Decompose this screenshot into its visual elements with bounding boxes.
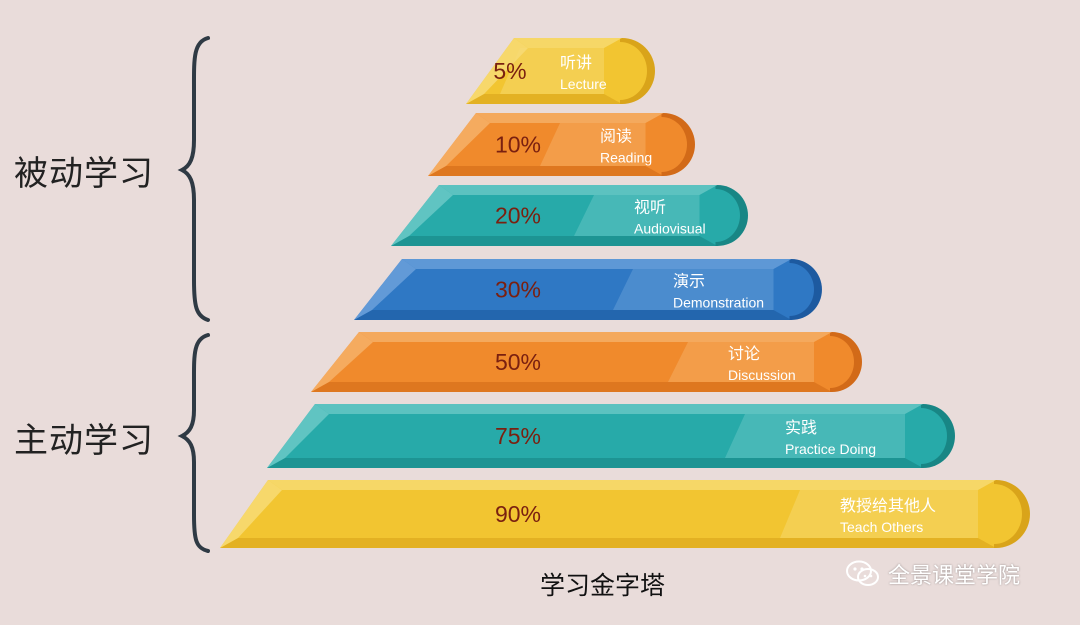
level-label-panel bbox=[540, 123, 646, 166]
level-bevel-bottom bbox=[391, 236, 718, 246]
level-activity-cn: 教授给其他人 bbox=[840, 496, 936, 515]
level-cap-inner bbox=[921, 408, 947, 464]
level-bevel-top bbox=[439, 185, 718, 195]
level-cap-inner bbox=[620, 42, 647, 100]
level-activity-en: Reading bbox=[600, 150, 652, 166]
level-cap-inner bbox=[830, 336, 854, 388]
level-bevel-left bbox=[466, 38, 528, 104]
level-bevel-left bbox=[267, 404, 329, 468]
level-bevel-bottom bbox=[267, 458, 923, 468]
level-activity-cn: 视听 bbox=[634, 198, 666, 217]
level-activity-en: Lecture bbox=[560, 76, 607, 92]
level-bevel-top bbox=[514, 38, 622, 48]
level-bevel-bottom bbox=[466, 94, 622, 104]
diagram-caption: 学习金字塔 bbox=[540, 571, 666, 600]
level-body bbox=[354, 259, 792, 320]
level-bevel-bottom bbox=[311, 382, 832, 392]
passive-learning-label: 被动学习 bbox=[14, 154, 154, 194]
level-percentage: 5% bbox=[493, 58, 526, 84]
level-body bbox=[220, 480, 996, 548]
level-cap-inner bbox=[994, 484, 1022, 544]
level-activity-en: Teach Others bbox=[840, 519, 923, 535]
pyramid-level: 5% 听讲 Lecture bbox=[466, 38, 655, 104]
level-activity-cn: 演示 bbox=[673, 272, 705, 291]
level-body bbox=[391, 185, 718, 246]
level-activity-cn: 实践 bbox=[785, 418, 817, 437]
level-percentage: 30% bbox=[495, 277, 541, 303]
passive-brace bbox=[177, 36, 210, 322]
watermark-text: 全景课堂学院 bbox=[888, 564, 1021, 589]
level-bevel-bottom bbox=[428, 166, 664, 176]
level-percentage: 50% bbox=[495, 349, 541, 375]
level-bevel-top bbox=[359, 332, 832, 342]
level-activity-en: Discussion bbox=[728, 367, 796, 383]
level-body bbox=[311, 332, 832, 392]
level-bevel-top bbox=[315, 404, 923, 414]
level-cap-inner bbox=[789, 263, 814, 316]
active-brace bbox=[177, 333, 210, 553]
pyramid-level: 30% 演示 Demonstration bbox=[354, 259, 822, 320]
pyramid-level: 90% 教授给其他人 Teach Others bbox=[220, 480, 1030, 548]
level-cap-inner bbox=[661, 117, 687, 172]
level-bevel-left bbox=[220, 480, 282, 548]
active-learning-label: 主动学习 bbox=[14, 421, 154, 461]
level-bevel-top bbox=[268, 480, 996, 490]
level-label-panel bbox=[500, 48, 604, 94]
pyramid-level: 10% 阅读 Reading bbox=[428, 113, 696, 176]
level-bevel-top bbox=[476, 113, 664, 123]
wechat-icon bbox=[846, 560, 880, 588]
level-percentage: 10% bbox=[495, 132, 541, 158]
level-activity-en: Demonstration bbox=[673, 295, 764, 311]
pyramid-level: 50% 讨论 Discussion bbox=[311, 332, 862, 392]
pyramid-level: 75% 实践 Practice Doing bbox=[267, 404, 955, 468]
level-bevel-left bbox=[311, 332, 373, 392]
level-activity-cn: 阅读 bbox=[600, 127, 632, 146]
level-label-panel bbox=[780, 490, 978, 538]
level-bevel-left bbox=[391, 185, 453, 246]
level-bevel-bottom bbox=[354, 310, 792, 320]
level-label-panel bbox=[613, 269, 774, 310]
level-label-panel bbox=[574, 195, 700, 236]
level-percentage: 75% bbox=[495, 423, 541, 449]
level-bevel-bottom bbox=[220, 538, 996, 548]
level-activity-cn: 讨论 bbox=[728, 344, 760, 363]
level-bevel-top bbox=[402, 259, 792, 269]
level-body bbox=[428, 113, 664, 176]
level-cap-inner bbox=[715, 189, 740, 242]
level-label-panel bbox=[668, 342, 814, 382]
level-activity-en: Practice Doing bbox=[785, 441, 876, 457]
level-activity-cn: 听讲 bbox=[560, 53, 592, 72]
level-activity-en: Audiovisual bbox=[634, 221, 706, 237]
level-bevel-left bbox=[354, 259, 416, 320]
level-body bbox=[267, 404, 923, 468]
watermark: 全景课堂学院 bbox=[846, 558, 1020, 590]
pyramid-level: 20% 视听 Audiovisual bbox=[391, 185, 748, 246]
level-percentage: 90% bbox=[495, 501, 541, 527]
level-bevel-left bbox=[428, 113, 490, 176]
level-percentage: 20% bbox=[495, 203, 541, 229]
level-label-panel bbox=[725, 414, 905, 458]
